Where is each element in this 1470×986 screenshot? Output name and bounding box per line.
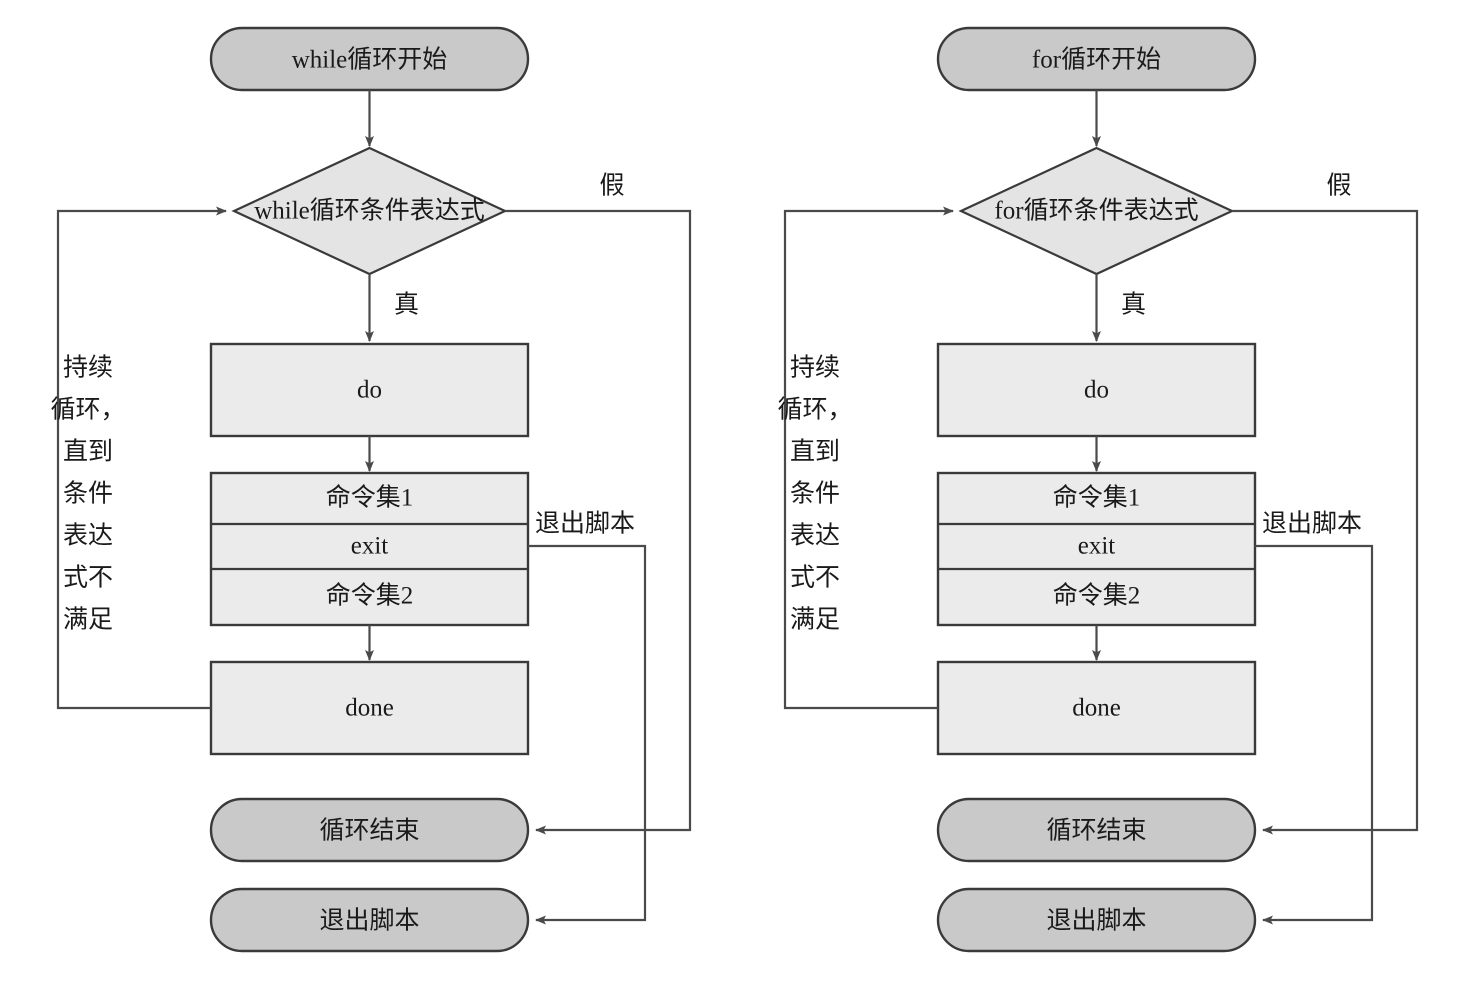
edge-exit-to-exit-script-for — [1255, 544, 1374, 925]
loop-note-line-5: 式不 — [63, 564, 113, 592]
loop-note-line-0: 持续 — [63, 354, 113, 382]
loop-note-line-2: 直到 — [63, 438, 113, 466]
while-true-label: 真 — [394, 291, 419, 319]
for-loop-note-line-6: 满足 — [790, 606, 840, 634]
loop-note-line-6: 满足 — [63, 606, 113, 634]
while-exit-edge-label: 退出脚本 — [535, 510, 635, 538]
edge-false-to-loop-end-for — [1232, 209, 1419, 835]
while-do-box[interactable] — [209, 342, 530, 438]
loop-note-line-1: 循环， — [50, 396, 125, 424]
edge-loop-back-for — [783, 206, 954, 710]
loop-note-line-4: 表达 — [63, 522, 113, 550]
for-loop-end-label: 循环结束 — [1046, 817, 1146, 845]
for-cmdset1-label: 命令集1 — [1053, 484, 1141, 512]
for-exit-script-terminal[interactable] — [936, 887, 1257, 953]
while-loop-note: 持续 循环， 直到 条件 表达 式不 满足 — [50, 354, 125, 634]
for-true-label: 真 — [1121, 291, 1146, 319]
while-exit-script-label: 退出脚本 — [319, 907, 419, 935]
for-loop-note-line-0: 持续 — [790, 354, 840, 382]
while-do-label: do — [357, 377, 382, 404]
for-exit-edge-label: 退出脚本 — [1262, 510, 1362, 538]
chart-for-loop: for循环开始 for循环条件表达式 真 假 do 命令集1 exit 命令集2… — [777, 26, 1419, 953]
for-loop-note: 持续 循环， 直到 条件 表达 式不 满足 — [777, 354, 852, 634]
for-do-box[interactable] — [936, 342, 1257, 438]
edge-loop-back — [56, 206, 227, 710]
while-cmdset1-label: 命令集1 — [326, 484, 414, 512]
while-exit-script-terminal[interactable] — [209, 887, 530, 953]
for-loop-note-line-1: 循环， — [777, 396, 852, 424]
for-exit-label: exit — [1078, 533, 1116, 560]
while-loop-end-label: 循环结束 — [319, 817, 419, 845]
for-loop-note-line-2: 直到 — [790, 438, 840, 466]
while-command-block[interactable] — [209, 471, 530, 627]
loop-note-line-3: 条件 — [63, 480, 113, 508]
while-decision-label: while循环条件表达式 — [254, 197, 485, 225]
edge-exit-to-exit-script — [528, 544, 647, 925]
while-loop-end-terminal[interactable] — [209, 797, 530, 863]
while-false-label: 假 — [599, 172, 624, 200]
while-cmdset2-label: 命令集2 — [326, 582, 414, 610]
for-decision-label: for循环条件表达式 — [994, 197, 1198, 225]
for-do-label: do — [1084, 377, 1109, 404]
for-done-box[interactable] — [936, 660, 1257, 756]
for-exit-script-label: 退出脚本 — [1046, 907, 1146, 935]
for-done-label: done — [1072, 695, 1121, 722]
while-start-label: while循环开始 — [292, 46, 448, 74]
for-loop-note-line-5: 式不 — [790, 564, 840, 592]
for-loop-end-terminal[interactable] — [936, 797, 1257, 863]
chart-while-loop: while循环开始 while循环条件表达式 真 假 do 命令集1 exit … — [50, 26, 692, 953]
while-done-label: done — [345, 695, 394, 722]
edge-false-to-loop-end — [505, 209, 692, 835]
for-command-block[interactable] — [936, 471, 1257, 627]
for-cmdset2-label: 命令集2 — [1053, 582, 1141, 610]
for-loop-note-line-4: 表达 — [790, 522, 840, 550]
while-exit-label: exit — [351, 533, 389, 560]
for-false-label: 假 — [1326, 172, 1351, 200]
for-start-label: for循环开始 — [1032, 46, 1161, 74]
for-loop-note-line-3: 条件 — [790, 480, 840, 508]
